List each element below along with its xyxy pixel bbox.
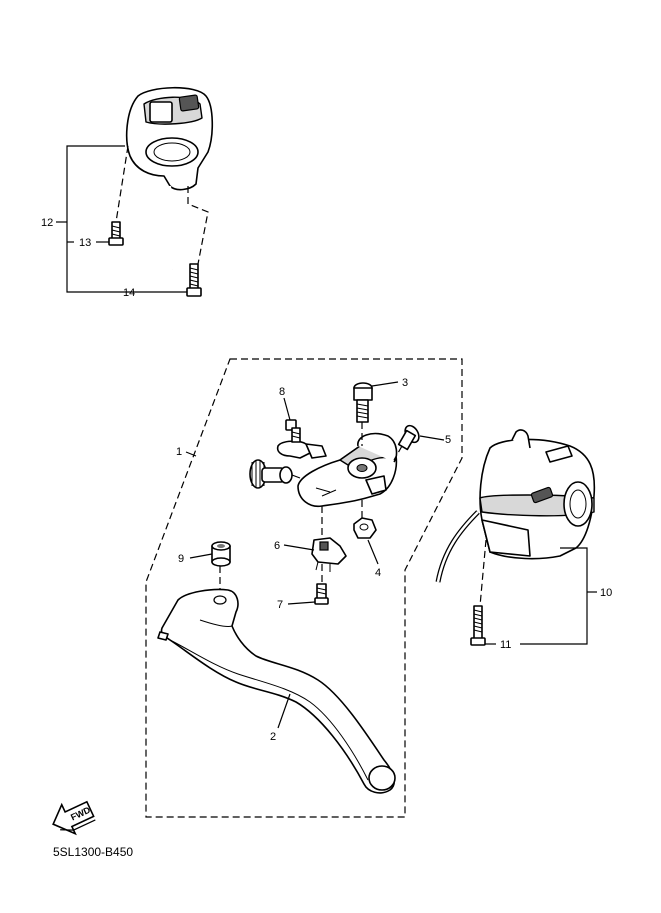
callout-13: 13: [79, 237, 91, 249]
callout-5: 5: [445, 434, 451, 446]
callout-10: 10: [600, 587, 612, 599]
callout-9: 9: [178, 553, 184, 565]
nut-4: [353, 500, 379, 565]
collar-9: [189, 541, 231, 592]
callout-14: 14: [123, 287, 135, 299]
callout-12: 12: [41, 217, 53, 229]
callout-3: 3: [402, 377, 408, 389]
left-handlebar-switch: [56, 86, 214, 297]
pivot-bolt-3: [353, 381, 399, 446]
callout-7: 7: [277, 599, 283, 611]
screw-14: [186, 263, 202, 297]
callout-8: 8: [279, 386, 285, 398]
callout-4: 4: [375, 567, 381, 579]
lever-holder: [249, 432, 398, 508]
callout-2: 2: [270, 731, 276, 743]
clamp-bolt-5: [393, 424, 445, 461]
screw-7: [287, 564, 329, 605]
switch-6: [283, 506, 347, 572]
callout-11: 11: [500, 639, 511, 651]
diagram-code: 5SL1300-B450: [53, 845, 133, 859]
assembly-1-boundary: [145, 358, 463, 818]
clutch-lever-2: [157, 588, 396, 794]
callout-1: 1: [176, 446, 182, 458]
screw-13: [108, 221, 124, 246]
fwd-arrow-icon: FWD: [52, 800, 96, 836]
bolt-8: [283, 397, 301, 443]
right-handlebar-switch: [435, 429, 597, 646]
callout-6: 6: [274, 540, 280, 552]
